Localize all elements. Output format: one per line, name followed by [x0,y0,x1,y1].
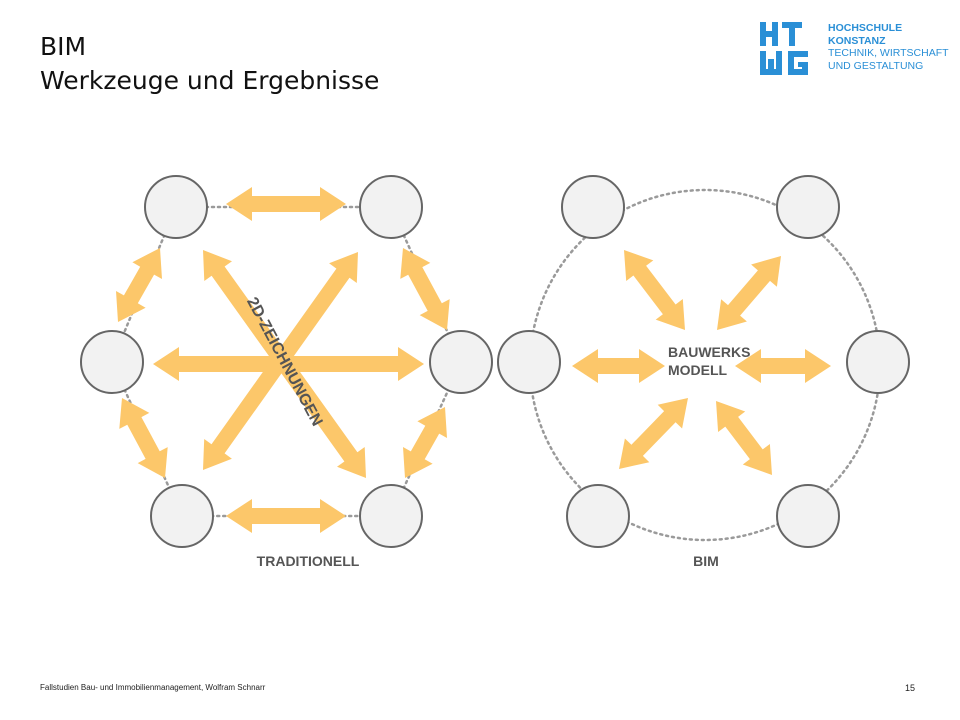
traditional-node-4 [359,484,423,548]
traditional-arrow-bottom [226,499,346,533]
htwg-logo-mark [760,22,808,75]
traditional-node-6 [80,330,144,394]
page-number: 15 [905,683,916,693]
title-line-1: BIM [40,32,87,61]
bim-arrow-upper-left [624,250,685,330]
bim-arrow-left [572,349,665,383]
center-label-line-2: MODELL [668,362,728,378]
title-line-2: Werkzeuge und Ergebnisse [40,66,380,95]
traditional-node-5 [150,484,214,548]
traditional-arrow-upper-left [116,248,162,322]
node-layer [80,175,910,548]
bim-node-5 [566,484,630,548]
traditional-node-1 [144,175,208,239]
logo-line-2: KONSTANZ [828,34,886,47]
bim-arrow-lower-left [619,398,688,469]
bim-arrow-lower-right [716,401,772,475]
label-bim: BIM [693,553,719,569]
traditional-node-2 [359,175,423,239]
bim-node-4 [776,484,840,548]
traditional-arrow-upper-right [400,248,450,330]
bim-node-1 [561,175,625,239]
arrow-layer [116,187,831,533]
logo-line-1: HOCHSCHULE [828,22,903,34]
traditional-node-3 [429,330,493,394]
center-label-line-1: BAUWERKS [668,344,750,360]
bim-arrow-right [735,349,831,383]
traditional-arrow-lower-left [119,398,168,478]
traditional-arrow-lower-right [403,407,447,478]
label-layer: 2D-ZEICHNUNGEN BAUWERKS MODELL TRADITION… [243,295,750,569]
label-traditionell: TRADITIONELL [257,553,360,569]
bim-arrow-upper-right [717,256,781,330]
slide-title: BIM Werkzeuge und Ergebnisse [40,30,379,98]
traditional-arrow-top [226,187,346,221]
logo-line-3: TECHNIK, WIRTSCHAFT [828,47,949,59]
bim-node-3 [846,330,910,394]
traditional-arrow-diagonal-asc [203,252,358,470]
bim-node-6 [497,330,561,394]
logo-line-4: UND GESTALTUNG [828,59,924,72]
bim-node-2 [776,175,840,239]
university-logo: HOCHSCHULE KONSTANZ TECHNIK, WIRTSCHAFT … [760,22,950,76]
logo-text: HOCHSCHULE KONSTANZ TECHNIK, WIRTSCHAFT … [828,22,949,72]
footer-text: Fallstudien Bau- und Immobilienmanagemen… [40,683,266,692]
